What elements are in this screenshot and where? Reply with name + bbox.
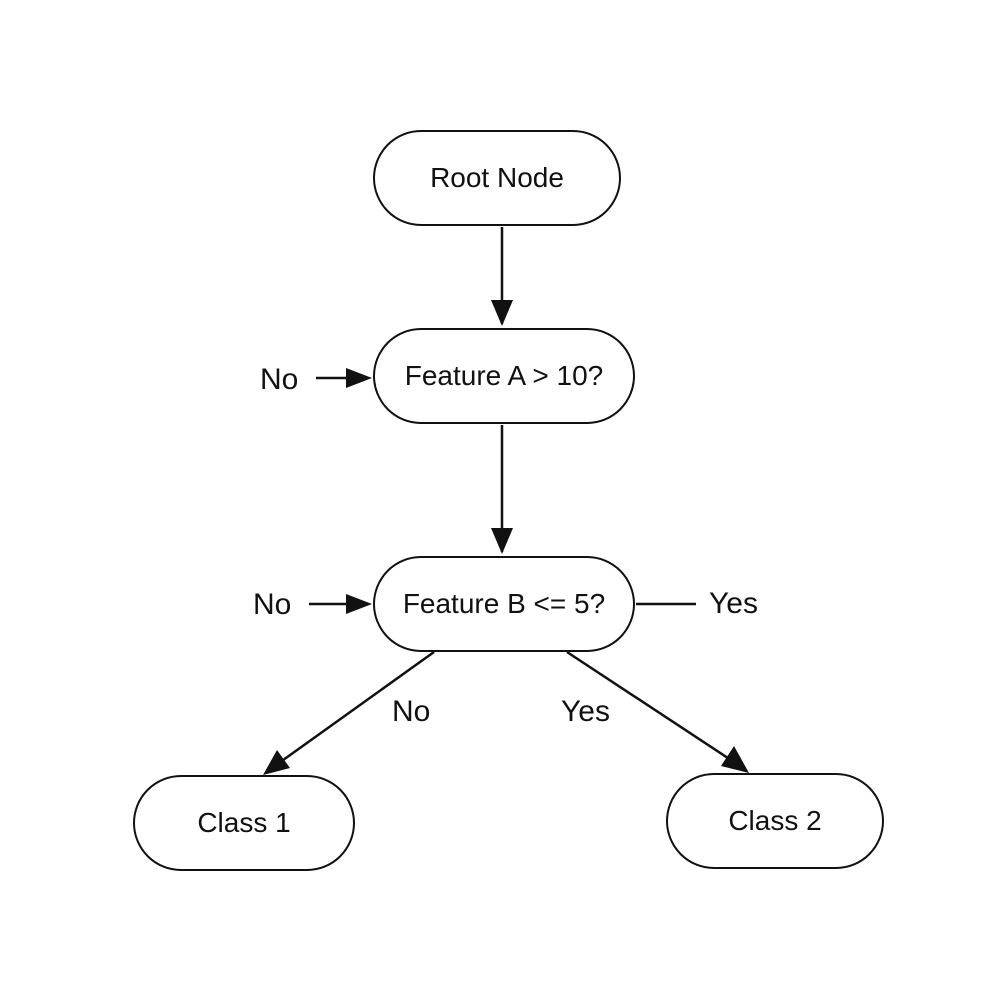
root-node: Root Node xyxy=(373,130,621,226)
feature-b-node-label: Feature B <= 5? xyxy=(402,588,606,619)
feature-b-node: Feature B <= 5? xyxy=(373,556,635,652)
class-2-node-label: Class 2 xyxy=(728,805,822,836)
arrowhead-incoming-feature-a xyxy=(346,368,372,388)
feature-a-node: Feature A > 10? xyxy=(373,328,635,424)
arrowhead-incoming-feature-b xyxy=(346,594,372,614)
edge-label-feature-b-to-class-1: No xyxy=(392,695,431,728)
feature-a-node-label: Feature A > 10? xyxy=(404,360,604,391)
edge-feature-b-to-class-2 xyxy=(566,650,741,768)
class-2-node: Class 2 xyxy=(666,773,884,869)
edge-label-feature-b-to-class-2: Yes xyxy=(561,695,610,728)
class-1-node-label: Class 1 xyxy=(197,807,291,838)
class-1-node: Class 1 xyxy=(133,775,355,871)
edge-feature-b-to-class-1 xyxy=(271,650,435,770)
arrowhead-feature-b-to-class-2 xyxy=(721,746,749,773)
arrowhead-feature-a-to-feature-b xyxy=(491,528,513,554)
arrowhead-root-to-feature-a xyxy=(491,300,513,326)
arrowhead-feature-b-to-class-1 xyxy=(263,750,290,775)
edge-label-feature-b-incoming: No xyxy=(253,588,292,621)
root-node-label: Root Node xyxy=(430,162,564,193)
edge-label-feature-b-side: Yes xyxy=(709,587,758,620)
edge-label-feature-a-incoming: No xyxy=(260,363,299,396)
